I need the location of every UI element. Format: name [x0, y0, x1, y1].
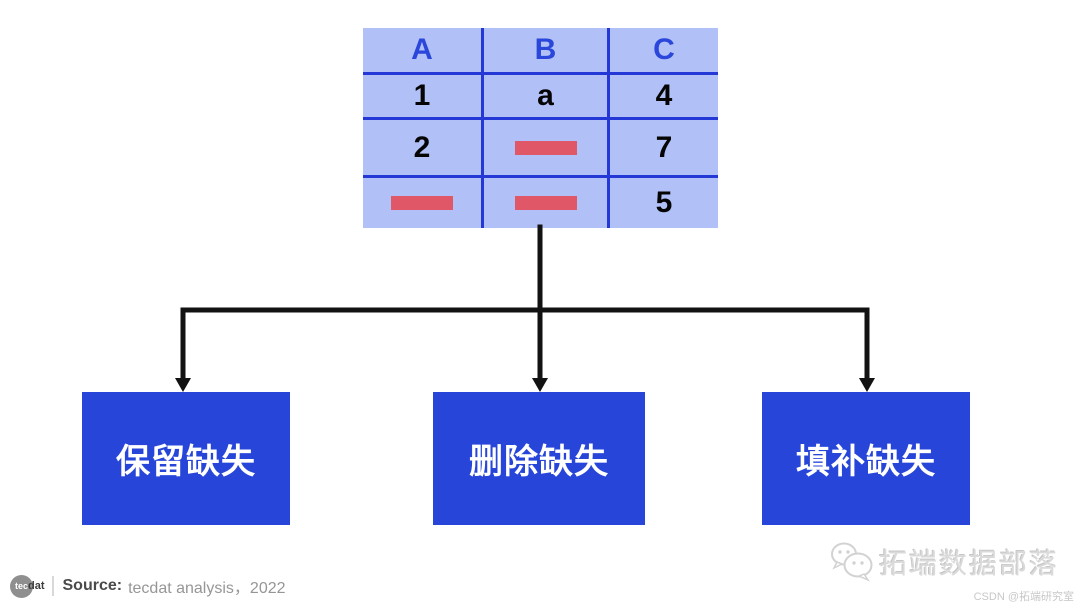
tecdat-logo-circle: tec	[10, 574, 33, 598]
table-cell-r2-c: 7	[610, 120, 718, 178]
brand-watermark: 拓端数据部落	[829, 540, 1059, 584]
table-cell-r3-a	[363, 178, 484, 228]
missing-value-bar	[514, 196, 577, 210]
table-header-a: A	[363, 28, 484, 75]
option-label: 填补缺失	[796, 443, 936, 481]
tecdat-logo: tec dat	[10, 574, 45, 598]
arrowhead-right-icon	[859, 378, 875, 392]
table-cell-r3-c: 5	[655, 186, 673, 219]
source-footer: tec dat Source: tecdat analysis，2022	[10, 574, 286, 598]
table-cell-r1-b: a	[484, 75, 610, 120]
arrowhead-middle-icon	[532, 378, 548, 392]
brand-watermark-text: 拓端数据部落	[879, 548, 1060, 579]
missing-value-bar	[514, 140, 577, 155]
option-box-fill-missing: 填补缺失	[762, 392, 970, 525]
tecdat-logo-dat: dat	[28, 580, 45, 592]
missing-data-table: A B C 1 a 4 2 7 5	[363, 28, 718, 228]
footer-divider	[51, 576, 54, 596]
csdn-watermark-text: CSDN @拓端研究室	[973, 591, 1074, 603]
option-box-delete-missing: 删除缺失	[433, 392, 645, 525]
option-label: 保留缺失	[116, 443, 256, 481]
arrowhead-left-icon	[175, 378, 191, 392]
table-cell-r2-b	[484, 120, 610, 178]
table-cell-r2-a: 2	[363, 120, 484, 178]
table-cell-r1-a: 1	[363, 75, 484, 120]
source-text: tecdat analysis，2022	[128, 580, 286, 597]
table-header-c: C	[610, 28, 718, 75]
option-box-keep-missing: 保留缺失	[82, 392, 290, 525]
table-cell-r1-c: 4	[610, 75, 718, 120]
table-cell-r3-b	[484, 178, 610, 228]
missing-value-bar	[391, 196, 453, 210]
option-label: 删除缺失	[469, 443, 609, 481]
source-label: Source:	[62, 577, 123, 594]
wechat-icon	[831, 542, 873, 582]
table-header-b: B	[484, 28, 610, 75]
